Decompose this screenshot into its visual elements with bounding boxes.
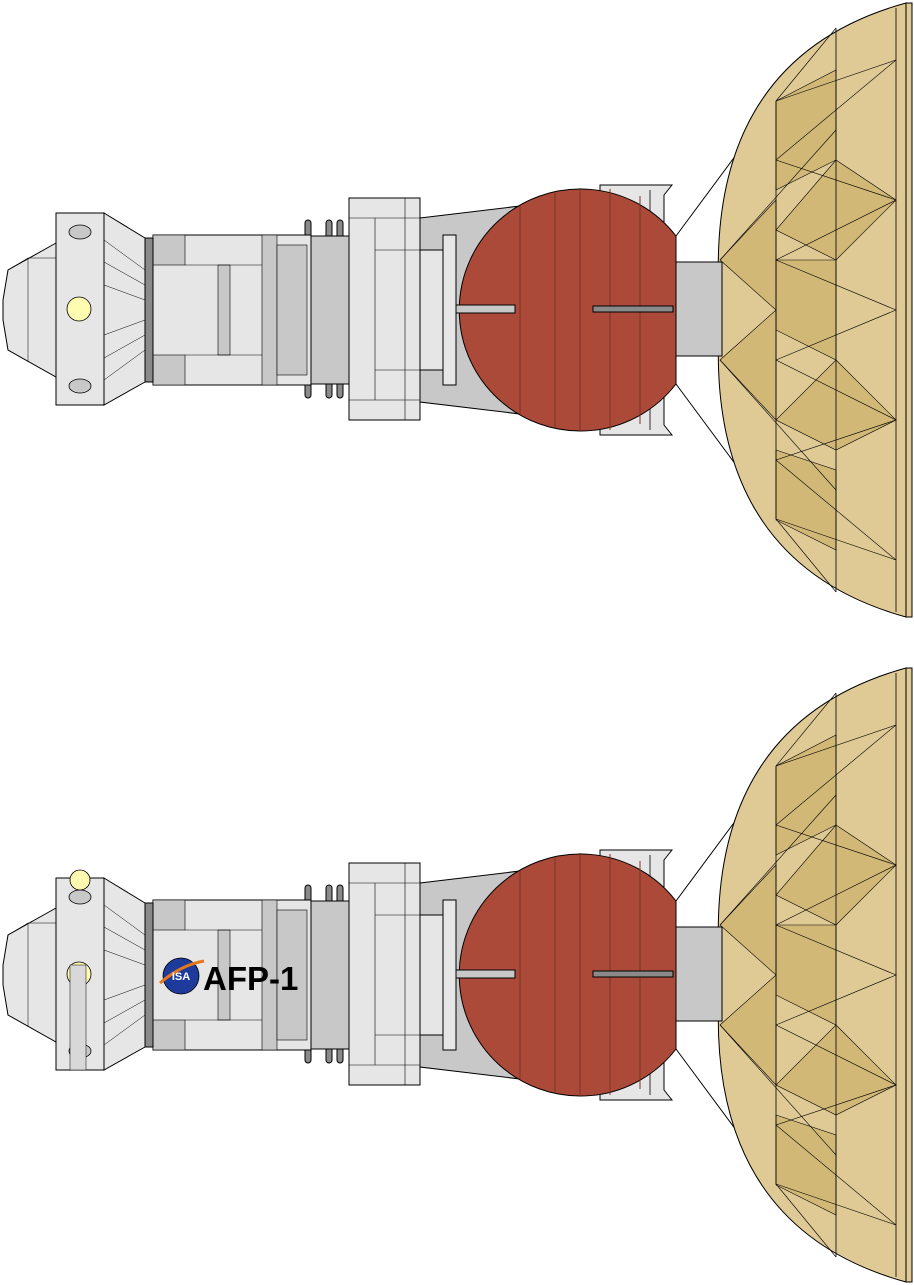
view-bottom: ISA AFP-1 (2, 667, 913, 1283)
logo-text: ISA (172, 971, 190, 983)
view-top (2, 2, 913, 618)
isa-logo-icon: ISA (159, 957, 205, 995)
beacon-light (69, 869, 91, 891)
craft-marking: AFP-1 (203, 960, 298, 997)
